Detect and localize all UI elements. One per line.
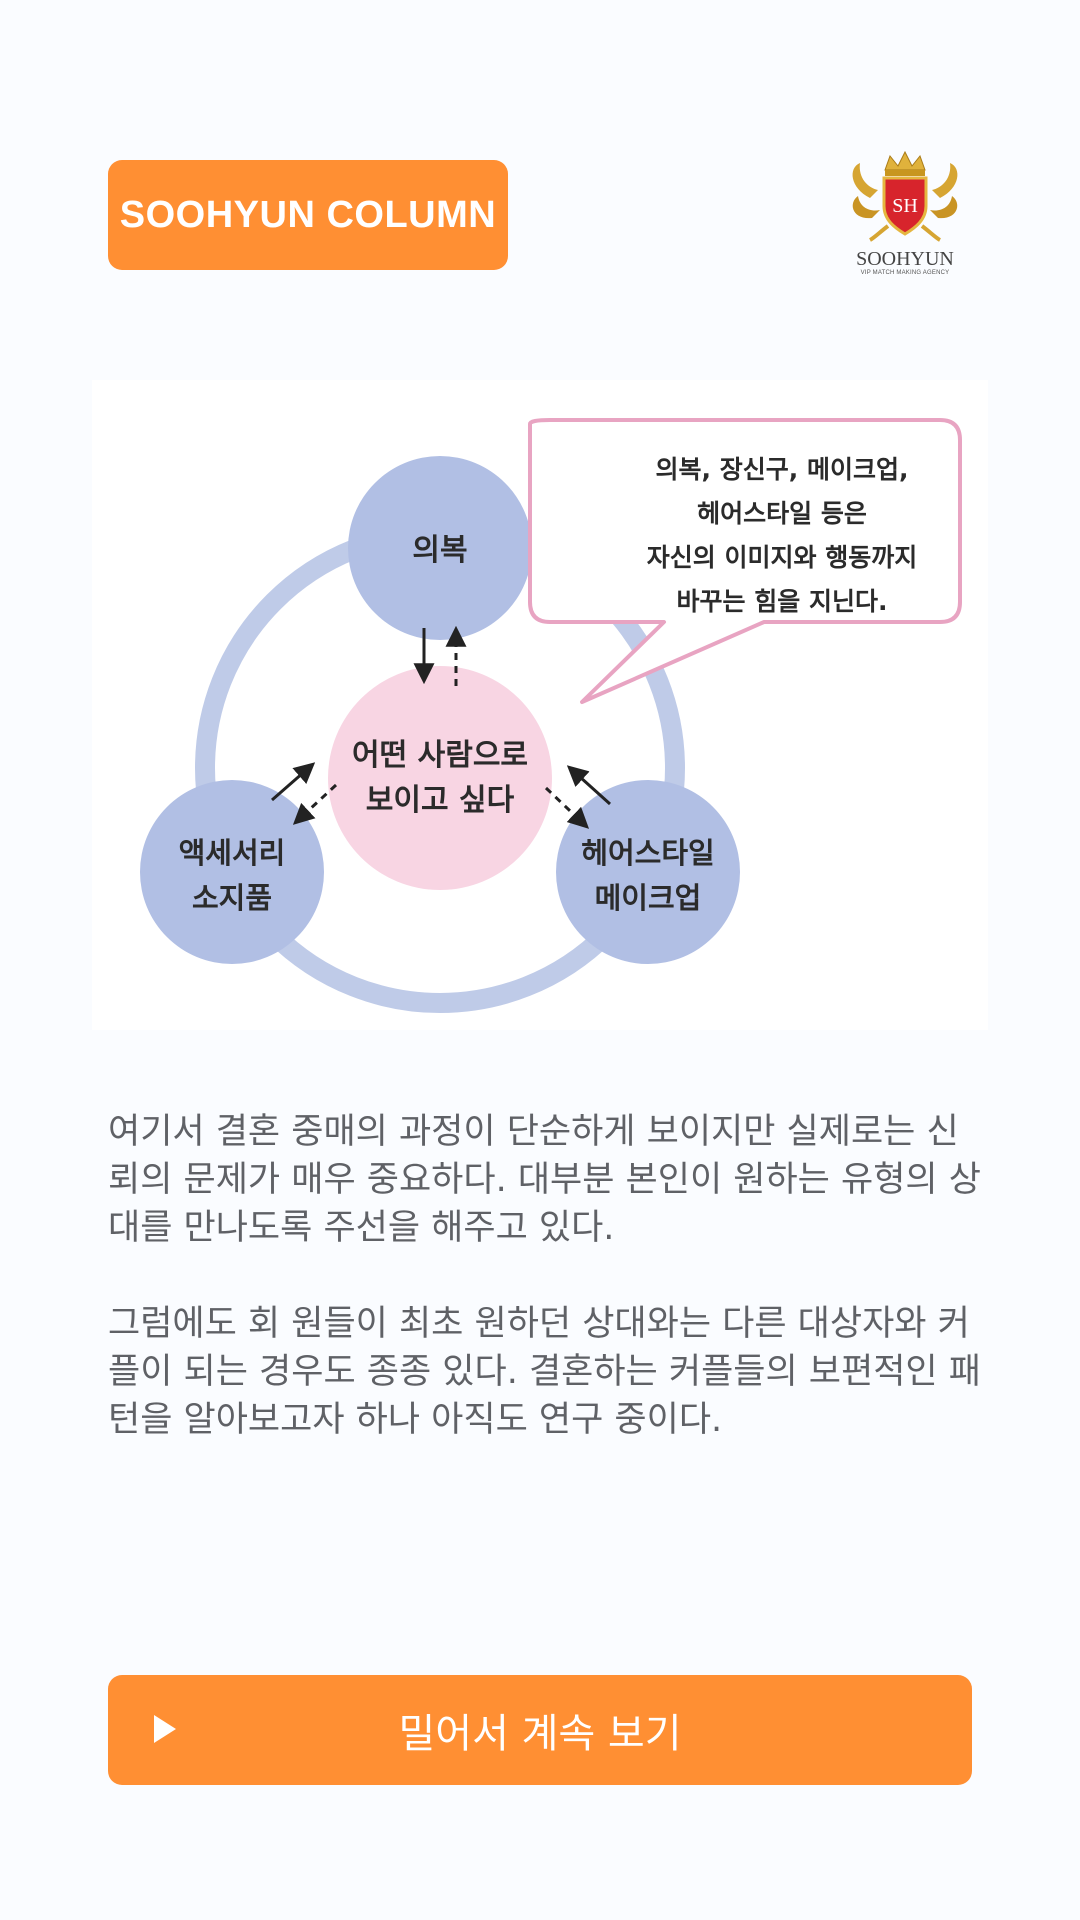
- node-top-label: 의복: [412, 533, 467, 568]
- swipe-continue-label: 밀어서 계속 보기: [398, 1711, 682, 1757]
- speech-bubble: [528, 418, 962, 704]
- arrow-right-down: [544, 786, 590, 829]
- swipe-continue-button[interactable]: 밀어서 계속 보기: [108, 1675, 972, 1785]
- paragraph-2: 그럼에도 회 원들이 최초 원하던 상대와는 다른 대상자와 커플이 되는 경우…: [108, 1304, 981, 1440]
- arrow-left-down: [292, 783, 338, 825]
- bubble-line-3: 자신의 이미지와 행동까지: [647, 543, 917, 572]
- paragraph-1: 여기서 결혼 중매의 과정이 단순하게 보이지만 실제로는 신뢰의 문제가 매우…: [108, 1112, 981, 1248]
- node-center-label-1: 어떤 사람으로: [352, 738, 528, 773]
- bubble-line-1: 의복, 장신구, 메이크업,: [656, 455, 909, 484]
- column-badge: SOOHYUN COLUMN: [108, 160, 508, 270]
- node-center: [328, 666, 552, 890]
- arrow-right-up: [566, 765, 612, 806]
- soohyun-logo: SH SOOHYUN VIP MATCH MAKING AGENCY: [840, 148, 970, 283]
- image-diagram: 의복 액세서리 소지품 헤어스타일 메이크업 어떤 사람으로 보이고 싶다 의복…: [92, 380, 988, 1030]
- logo-name: SOOHYUN: [856, 248, 954, 270]
- column-badge-label: SOOHYUN COLUMN: [119, 193, 497, 236]
- node-center-label-2: 보이고 싶다: [366, 783, 515, 818]
- logo-tagline: VIP MATCH MAKING AGENCY: [860, 270, 950, 276]
- bubble-line-4: 바꾸는 힘을 지닌다.: [677, 587, 888, 616]
- article-body: 여기서 결혼 중매의 과정이 단순하게 보이지만 실제로는 신뢰의 문제가 매우…: [108, 1108, 988, 1492]
- play-icon: [154, 1715, 176, 1743]
- node-left: [140, 780, 324, 964]
- node-right-label-1: 헤어스타일: [581, 836, 714, 870]
- bubble-line-2: 헤어스타일 등은: [697, 499, 867, 528]
- diagram-svg: 의복 액세서리 소지품 헤어스타일 메이크업 어떤 사람으로 보이고 싶다 의복…: [140, 418, 962, 1013]
- node-left-label-1: 액세서리: [179, 836, 286, 870]
- node-right: [556, 780, 740, 964]
- node-right-label-2: 메이크업: [595, 881, 702, 915]
- node-top: [348, 456, 532, 640]
- logo-monogram: SH: [892, 195, 918, 217]
- arrow-left-up: [271, 762, 316, 802]
- crown-crest-icon: SH: [852, 150, 958, 242]
- node-left-label-2: 소지품: [192, 881, 272, 915]
